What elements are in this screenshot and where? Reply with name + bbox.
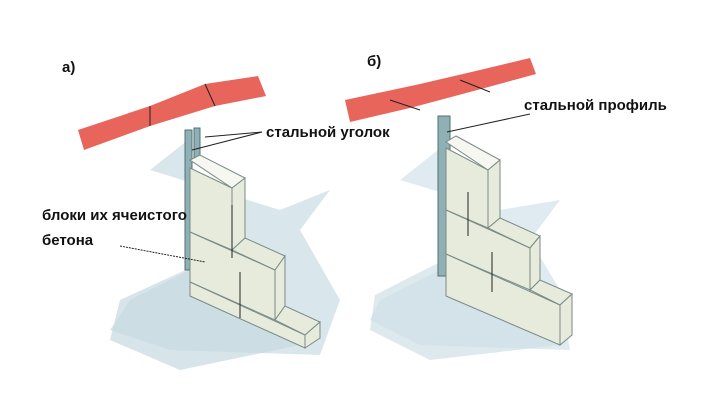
blocks-label-line1: блоки их ячеистого [42,207,187,224]
leader-line [191,131,263,151]
brick-joint [389,99,421,111]
leader-line [446,113,531,133]
brick-joint [459,79,491,93]
leader-line [204,131,263,138]
steel-profile-label: стальной профиль [524,97,667,114]
brick-course [345,58,536,122]
floor-shadow [370,262,560,360]
concrete-block [304,320,321,349]
concrete-block [487,158,501,230]
floor-shadow [110,268,300,370]
figure-a: а) стальной уголок блоки их ячеистого бе… [42,59,390,370]
brick-joint [204,83,216,107]
concrete-block [559,292,573,347]
leader-line [119,245,206,263]
figure-a-label: а) [62,59,75,76]
blocks-label-line2: бетона [42,232,94,249]
brick-course [78,76,266,150]
figure-b-label: б) [367,53,381,70]
figure-b: б) стальной профиль [345,53,667,360]
steel-angle-label: стальной уголок [266,124,390,141]
